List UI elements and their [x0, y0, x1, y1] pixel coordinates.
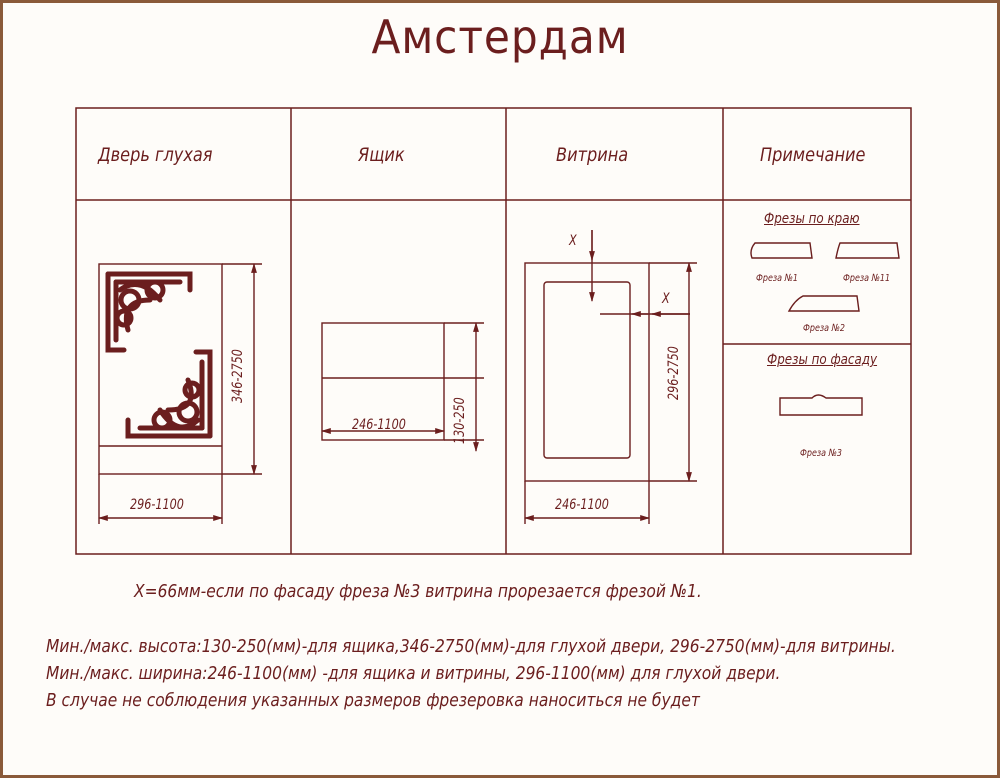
note-height: Мин./макс. высота:130-250(мм)-для ящика,…	[46, 636, 896, 657]
door-width-dim: 296-1100	[130, 497, 184, 513]
mill2-label: Фреза №2	[803, 323, 845, 334]
x-label-top: X	[569, 233, 577, 249]
mill3-profile	[779, 394, 863, 416]
page-title: Амстердам	[371, 10, 629, 64]
showcase-drawing	[524, 230, 697, 524]
mill1-profile	[750, 242, 813, 259]
mill11-profile	[835, 242, 900, 259]
note-warning: В случае не соблюдения указанных размеро…	[46, 690, 700, 711]
door-ornament	[105, 271, 213, 439]
showcase-width-dim: 246-1100	[555, 497, 609, 513]
header-door: Дверь глухая	[98, 144, 213, 166]
mill-profiles	[750, 242, 900, 416]
drawer-width-dim: 246-1100	[352, 417, 406, 433]
spec-table	[75, 107, 912, 555]
door-height-dim: 346-2750	[230, 349, 246, 403]
note-width: Мин./макс. ширина:246-1100(мм) -для ящик…	[46, 663, 781, 684]
edge-mills-title: Фрезы по краю	[764, 211, 860, 227]
showcase-height-dim: 296-2750	[666, 346, 682, 400]
header-drawer: Ящик	[358, 144, 405, 166]
x-label-side: X	[662, 291, 670, 307]
mill3-label: Фреза №3	[800, 448, 842, 459]
door-drawing	[98, 263, 262, 524]
footnote-x: X=66мм-если по фасаду фреза №3 витрина п…	[134, 581, 702, 602]
face-mills-title: Фрезы по фасаду	[767, 352, 878, 368]
header-note: Примечание	[760, 144, 866, 166]
drawer-height-dim: 130-250	[452, 397, 468, 444]
drawer-drawing	[321, 322, 484, 452]
mill1-label: Фреза №1	[756, 273, 798, 284]
mill11-label: Фреза №11	[843, 273, 891, 284]
mill2-profile	[787, 295, 860, 312]
header-showcase: Витрина	[556, 144, 629, 166]
